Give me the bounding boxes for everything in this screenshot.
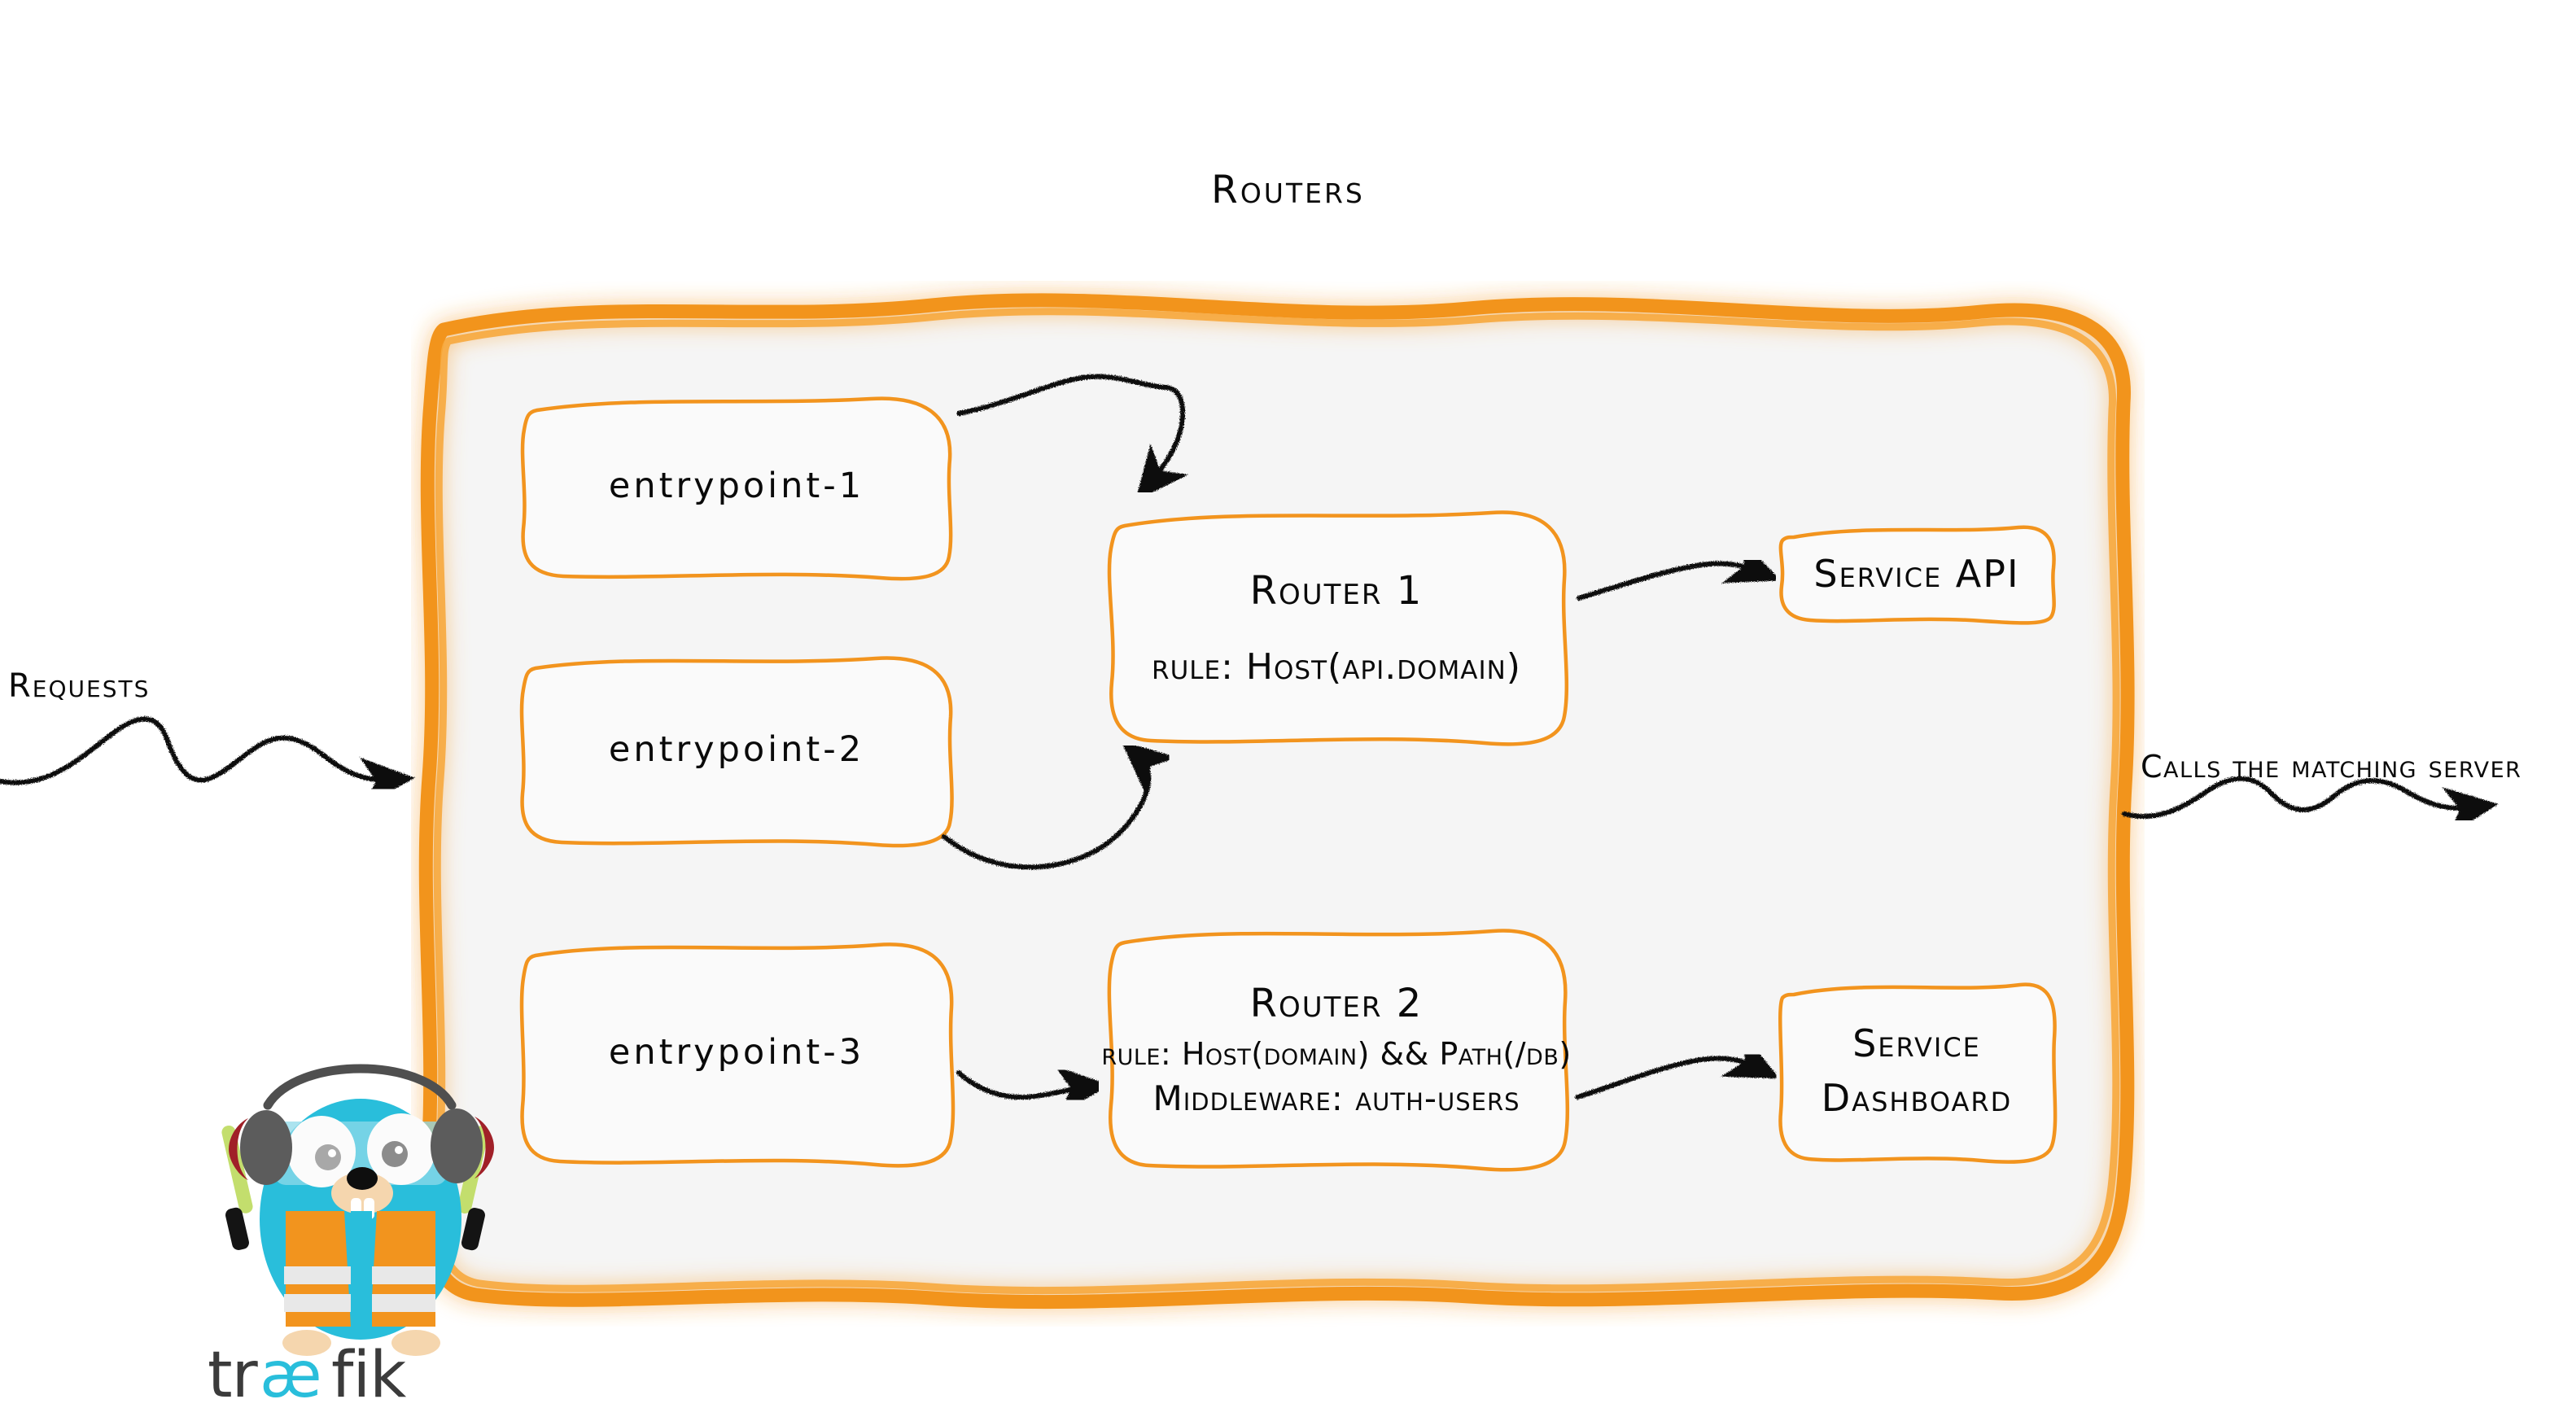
traefik-gopher-mascot: tr æ fik: [208, 1064, 494, 1408]
svg-text:fik: fik: [331, 1339, 406, 1408]
entrypoint-3-box[interactable]: entrypoint-3: [513, 934, 960, 1170]
right-earcup-icon: [431, 1108, 494, 1183]
router-2-rule: rule: Host(domain) && Path(/db): [1101, 1035, 1572, 1072]
headphone-band-icon: [263, 1064, 457, 1110]
service-dashboard-line-2: Dashboard: [1821, 1076, 2013, 1120]
right-pupil: [382, 1141, 408, 1167]
traefik-logo: tr æ fik: [208, 1034, 533, 1408]
requests-arrow: [0, 716, 415, 807]
requests-label: Requests: [8, 667, 151, 705]
router-1-box[interactable]: Router 1 rule: Host(api.domain): [1100, 501, 1572, 754]
left-earcup-icon: [229, 1110, 292, 1185]
router-2-title: Router 2: [1249, 980, 1424, 1026]
entrypoint-2-label: entrypoint-2: [608, 728, 865, 770]
nose: [347, 1167, 378, 1190]
entrypoint-1-box[interactable]: entrypoint-1: [513, 389, 960, 583]
left-foot: [282, 1330, 331, 1356]
calls-matching-server-label: Calls the matching server: [2141, 749, 2522, 785]
router-2-box[interactable]: Router 2 rule: Host(domain) && Path(/db)…: [1100, 920, 1572, 1178]
entrypoint-3-label: entrypoint-3: [608, 1031, 865, 1073]
router-1-title: Router 1: [1249, 567, 1424, 614]
router-2-middleware: Middleware: auth-users: [1152, 1078, 1520, 1118]
left-pupil: [315, 1144, 341, 1170]
router-1-rule: rule: Host(api.domain): [1152, 645, 1521, 688]
snout: [331, 1172, 393, 1214]
entrypoint-1-label: entrypoint-1: [608, 466, 865, 506]
router-1-border: [1107, 510, 1569, 746]
page-title: Routers: [1211, 168, 1365, 212]
service-dashboard-line-1: Service: [1852, 1021, 1981, 1066]
service-dashboard-box[interactable]: Service Dashboard: [1774, 977, 2059, 1165]
safety-vest: [284, 1211, 435, 1333]
svg-text:æ: æ: [260, 1339, 321, 1408]
svg-text:tr: tr: [208, 1339, 259, 1408]
service-api-label: Service API: [1813, 552, 2020, 596]
right-foot: [391, 1330, 440, 1356]
traefik-wordmark: tr æ fik: [208, 1339, 407, 1408]
entrypoint-2-box[interactable]: entrypoint-2: [513, 649, 960, 850]
service-api-box[interactable]: Service API: [1774, 521, 2059, 627]
